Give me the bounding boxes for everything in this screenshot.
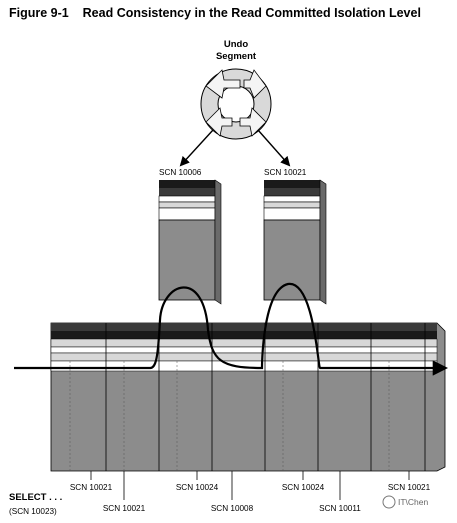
- undo-label-line1: Undo: [224, 39, 248, 50]
- undo-block-scn-label: SCN 10021: [264, 168, 307, 177]
- block-scn-label: SCN 10021: [70, 483, 113, 492]
- undo-segment: Undo Segment: [179, 39, 291, 167]
- query-label-line1: SELECT . . .: [9, 492, 62, 503]
- table-blocks: [50, 322, 446, 472]
- figure-title: Figure 9-1 Read Consistency in the Read …: [9, 6, 421, 20]
- figure-caption: Read Consistency in the Read Committed I…: [82, 6, 421, 20]
- leader-lines: [90, 471, 410, 500]
- block-scn-label: SCN 10008: [211, 504, 254, 513]
- figure-number: Figure 9-1: [9, 6, 69, 20]
- undo-block-scn-label: SCN 10006: [159, 168, 202, 177]
- watermark-text: IT\Chen: [398, 497, 429, 507]
- undo-block-1: SCN 10006: [158, 168, 222, 305]
- block-scn-label: SCN 10024: [176, 483, 219, 492]
- block-scn-label: SCN 10011: [319, 504, 361, 513]
- query-path: [14, 282, 449, 376]
- watermark: IT\Chen: [382, 495, 429, 509]
- block-scn-label: SCN 10021: [103, 504, 146, 513]
- query-label-line2: (SCN 10023): [9, 507, 57, 516]
- block-scn-label: SCN 10021: [388, 483, 431, 492]
- undo-block-2: SCN 10021: [263, 168, 327, 305]
- query-label: SELECT . . . (SCN 10023): [9, 492, 62, 516]
- circular-arrows-icon: [205, 69, 267, 137]
- undo-label-line2: Segment: [216, 51, 257, 62]
- undo-arrow-right: [257, 129, 291, 167]
- undo-arrow-left: [179, 129, 214, 167]
- block-scn-label: SCN 10024: [282, 483, 325, 492]
